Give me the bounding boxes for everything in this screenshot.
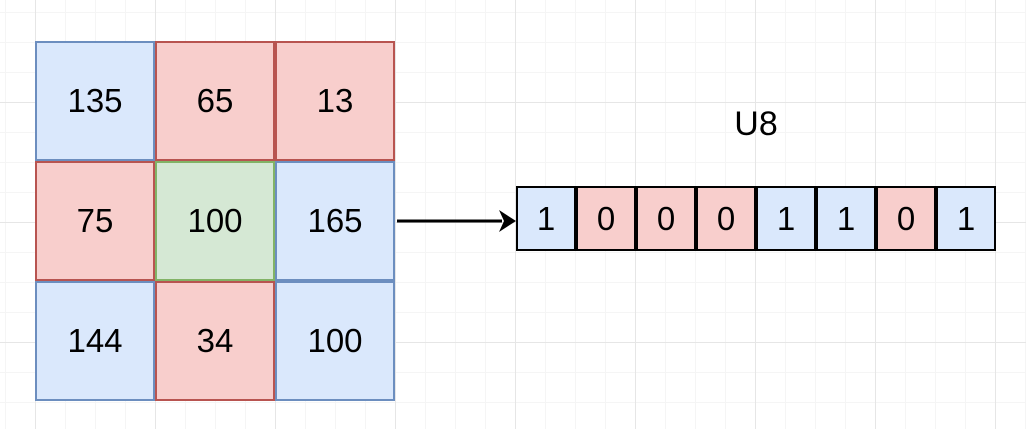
right-arrow-icon <box>397 210 516 232</box>
byte-type-label: U8 <box>734 105 778 143</box>
bit-cell: 0 <box>876 186 936 251</box>
matrix-cell: 165 <box>275 161 395 281</box>
bit-cell: 0 <box>576 186 636 251</box>
pixel-matrix: 135 65 13 75 100 165 144 34 100 <box>35 41 395 401</box>
matrix-cell: 65 <box>155 41 275 161</box>
bit-cell: 1 <box>936 186 996 251</box>
bit-cell: 1 <box>516 186 576 251</box>
matrix-cell: 34 <box>155 281 275 401</box>
matrix-cell: 144 <box>35 281 155 401</box>
matrix-cell: 13 <box>275 41 395 161</box>
bit-cell: 1 <box>756 186 816 251</box>
matrix-center-cell: 100 <box>155 161 275 281</box>
bit-cell: 0 <box>636 186 696 251</box>
bit-cell: 1 <box>816 186 876 251</box>
matrix-cell: 135 <box>35 41 155 161</box>
matrix-cell: 75 <box>35 161 155 281</box>
binary-byte-row: 1 0 0 0 1 1 0 1 <box>516 186 996 251</box>
bit-cell: 0 <box>696 186 756 251</box>
matrix-cell: 100 <box>275 281 395 401</box>
